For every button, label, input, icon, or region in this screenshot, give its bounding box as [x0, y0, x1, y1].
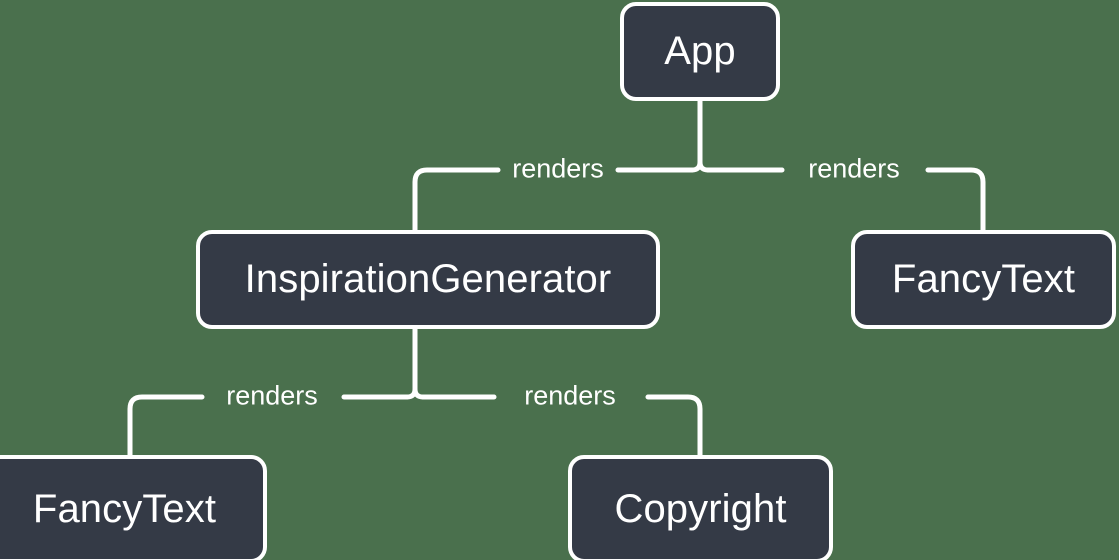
edge-label-app-to-inspiration-generator: renders	[512, 153, 604, 184]
node-fancytext-right[interactable]: FancyText	[851, 230, 1116, 329]
edge-app-to-inspiration-left-seg	[412, 167, 501, 233]
edge-inspiration-to-copyright-right-seg	[645, 394, 703, 458]
edge-inspiration-to-fancytext-left-seg	[127, 394, 205, 458]
node-inspiration-generator-label: InspirationGenerator	[244, 257, 612, 301]
edge-label-app-to-fancytext: renders	[808, 153, 900, 184]
node-copyright-label: Copyright	[614, 486, 787, 531]
edge-app-to-fancytext-right-seg	[925, 167, 986, 233]
node-inspiration-generator[interactable]: InspirationGenerator	[196, 230, 660, 329]
node-app[interactable]: App	[620, 2, 780, 101]
node-fancytext-left[interactable]: FancyText	[0, 455, 267, 560]
node-fancytext-right-label: FancyText	[891, 257, 1076, 301]
node-app-label: App	[664, 29, 736, 73]
node-copyright[interactable]: Copyright	[568, 455, 833, 560]
edge-label-inspiration-generator-to-fancytext: renders	[226, 380, 318, 411]
node-fancytext-left-label: FancyText	[32, 486, 217, 531]
edge-label-inspiration-generator-to-copyright: renders	[524, 380, 616, 411]
